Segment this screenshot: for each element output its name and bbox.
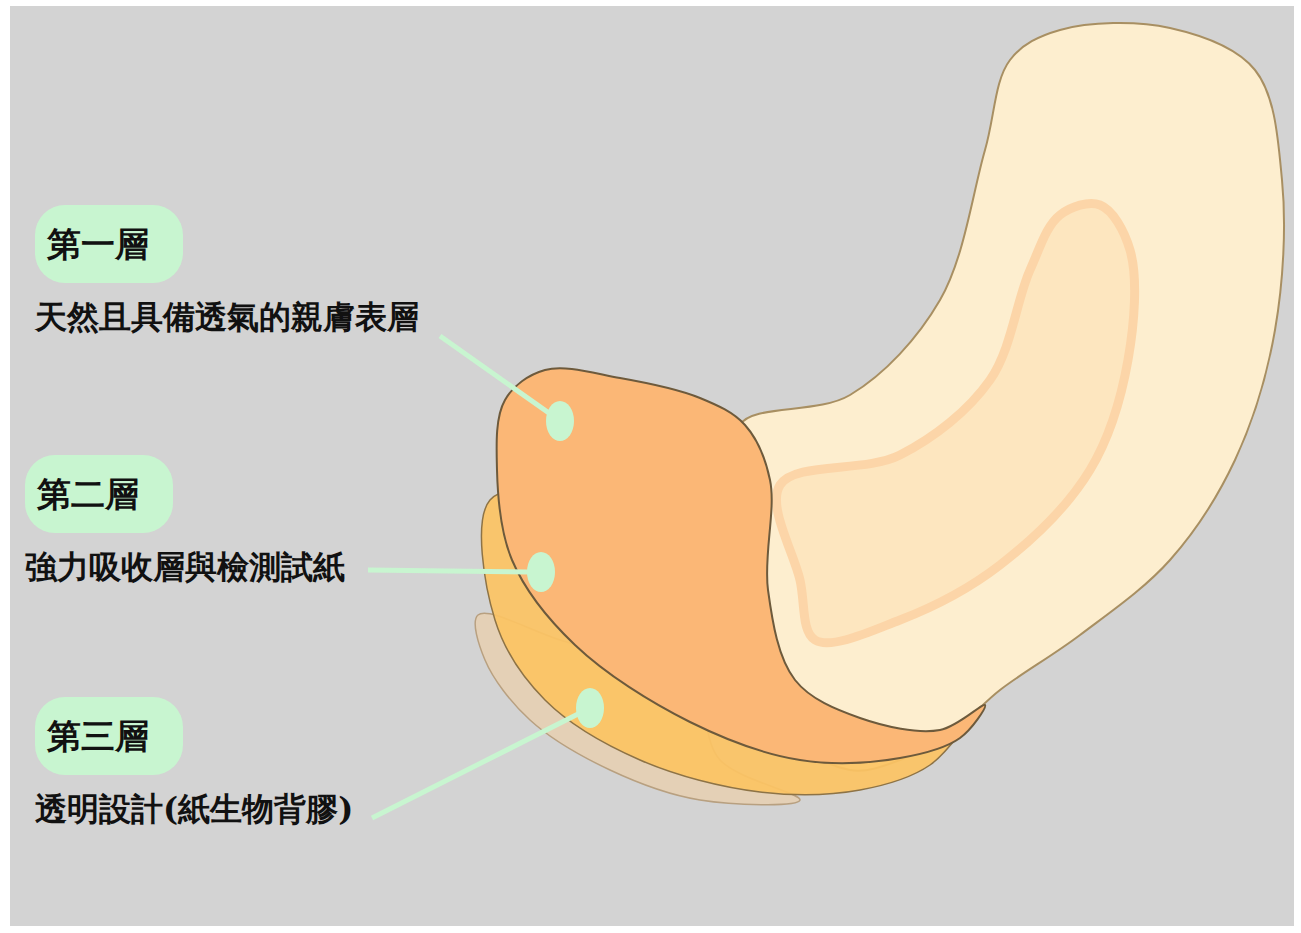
layer-description: 天然且具備透氣的親膚表層 xyxy=(35,297,419,337)
layer-tag: 第三層 xyxy=(35,697,183,775)
pad-channel xyxy=(776,204,1134,643)
leader-line xyxy=(440,336,556,418)
leader-line xyxy=(368,570,530,572)
leader-dot xyxy=(576,688,604,728)
layer-description: 強力吸收層與檢測試紙 xyxy=(25,547,345,587)
top-layer xyxy=(497,368,986,763)
layer-callout: 第三層透明設計(紙生物背膠) xyxy=(35,697,353,829)
leader-dot xyxy=(527,552,555,592)
layer-tag: 第二層 xyxy=(25,455,173,533)
layer-tag: 第一層 xyxy=(35,205,183,283)
leader-dot xyxy=(546,401,574,441)
pad-body xyxy=(738,23,1284,771)
layer-callout: 第二層強力吸收層與檢測試紙 xyxy=(25,455,345,587)
background xyxy=(10,6,1294,926)
layer-description: 透明設計(紙生物背膠) xyxy=(35,789,353,829)
layer-callout: 第一層天然且具備透氣的親膚表層 xyxy=(35,205,419,337)
leader-line xyxy=(372,712,582,818)
